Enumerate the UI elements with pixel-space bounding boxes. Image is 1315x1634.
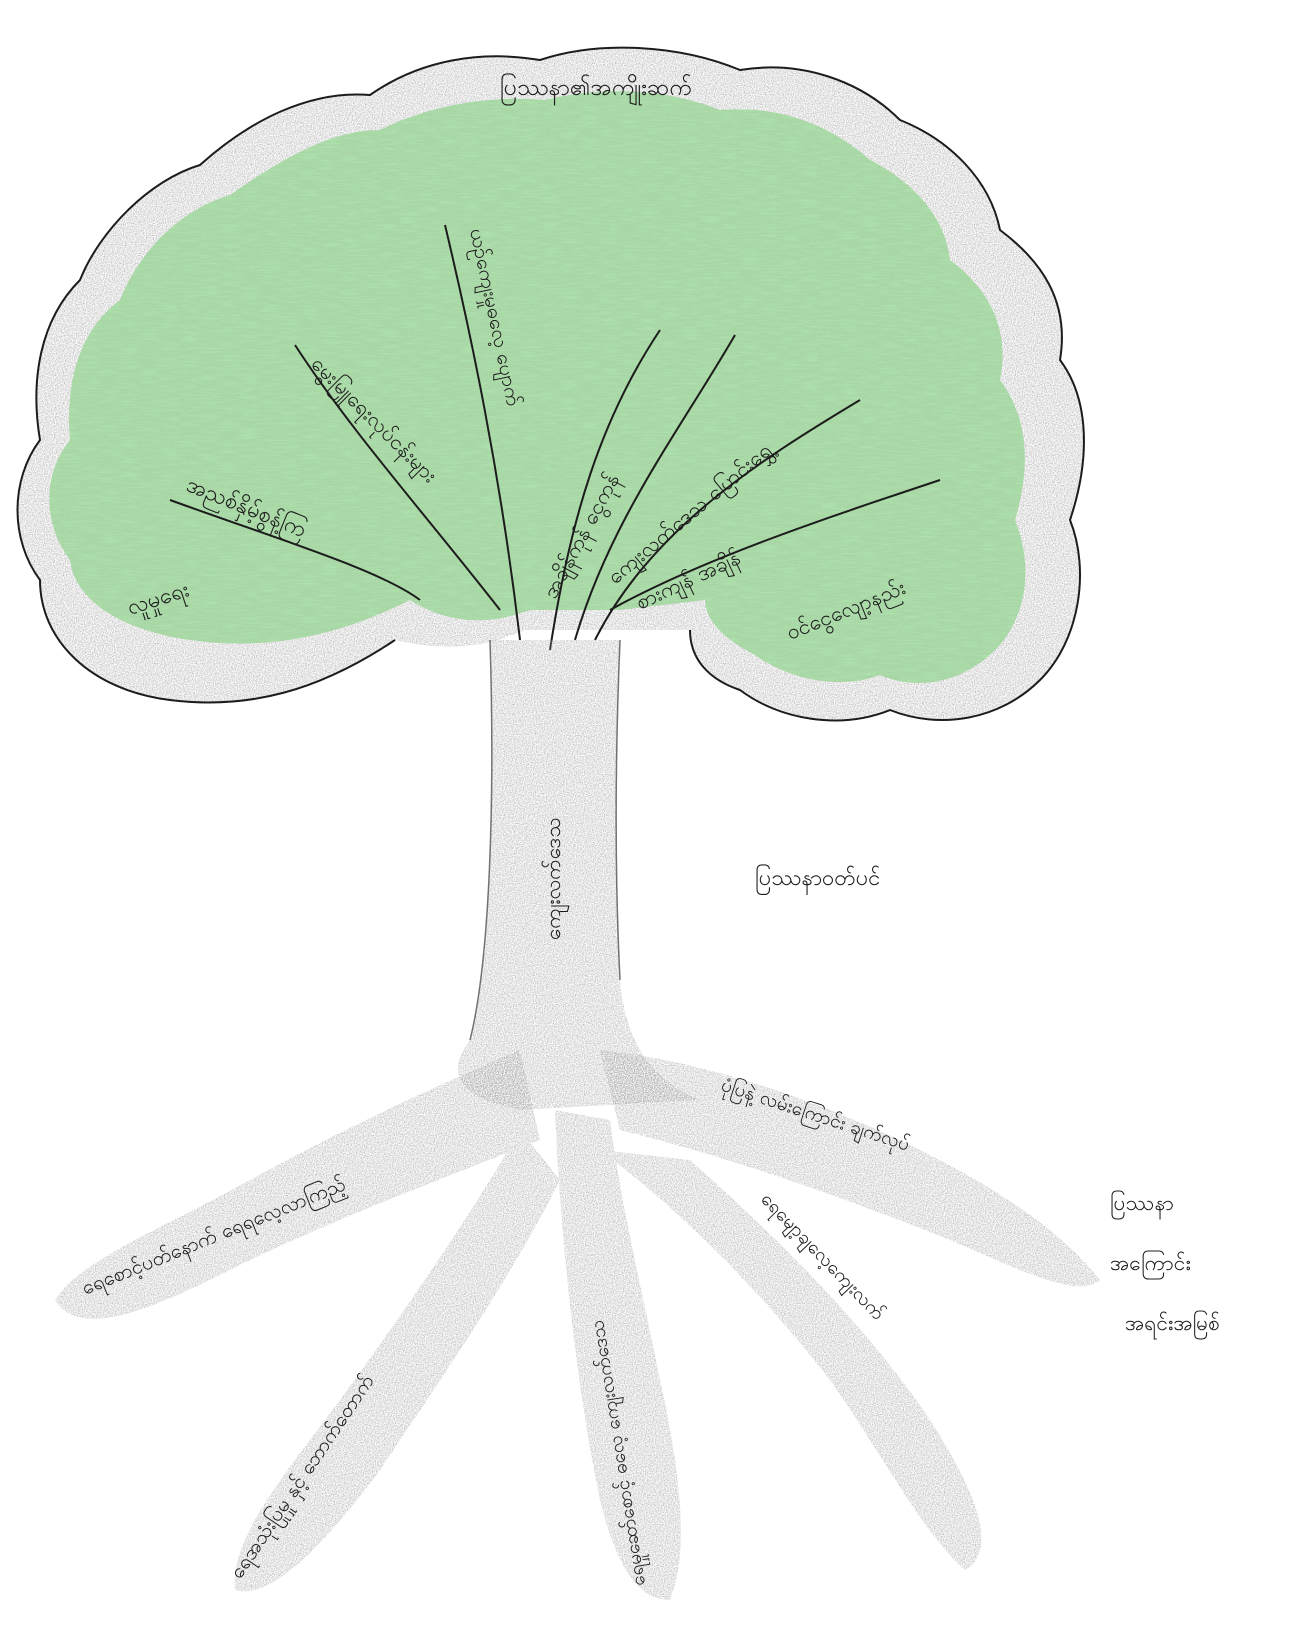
problem-label: ပြဿနာဝတ်ပင် bbox=[755, 864, 881, 895]
